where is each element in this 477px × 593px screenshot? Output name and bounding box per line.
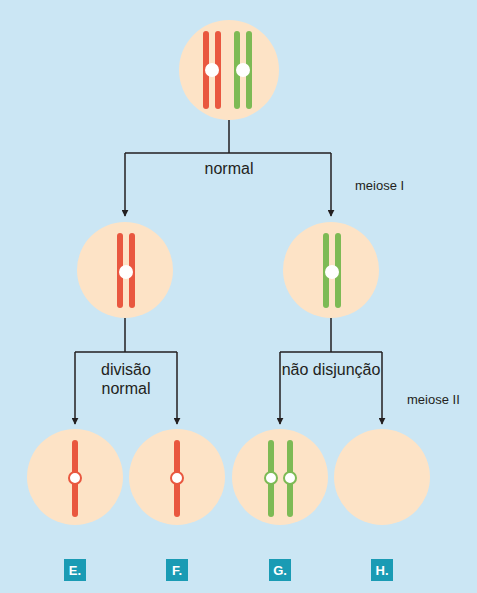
- gamete-letter-box: E.: [64, 559, 86, 581]
- arrow: [124, 153, 126, 216]
- gamete-cells: [27, 429, 430, 525]
- division-label: não disjunção: [281, 360, 381, 379]
- gamete-letter-box: G.: [269, 559, 291, 581]
- arrow: [176, 352, 178, 424]
- centromere: [205, 63, 219, 77]
- cell: [129, 429, 225, 525]
- gamete-letter: F.: [172, 563, 182, 578]
- centromere: [325, 265, 339, 279]
- centromere: [236, 63, 250, 77]
- gamete-letter: G.: [273, 563, 287, 578]
- gamete-letter: E.: [69, 563, 81, 578]
- branch-line: [75, 318, 177, 352]
- division-arrows: [75, 120, 382, 424]
- cell: [27, 429, 123, 525]
- phase-label: meiose II: [407, 392, 477, 408]
- cell: [334, 429, 430, 525]
- gamete-letter: H.: [376, 563, 389, 578]
- cell: [232, 429, 328, 525]
- cell: [283, 222, 379, 318]
- meiosis-one-cells: [77, 222, 379, 318]
- cell: [77, 222, 173, 318]
- arrow: [279, 352, 281, 424]
- arrow: [330, 153, 332, 216]
- centromere: [265, 472, 277, 484]
- gamete-letter-box: F.: [166, 559, 188, 581]
- branch-line: [125, 120, 331, 153]
- centromere: [284, 472, 296, 484]
- arrow: [74, 352, 76, 424]
- division-label: divisão normal: [81, 360, 171, 398]
- cell: [179, 20, 279, 120]
- gamete-letter-box: H.: [371, 559, 393, 581]
- phase-label: meiose I: [355, 178, 455, 194]
- branch-line: [280, 318, 382, 352]
- arrow: [381, 352, 383, 424]
- centromere: [171, 472, 183, 484]
- centromere: [69, 472, 81, 484]
- division-label: normal: [179, 159, 279, 178]
- parent-cell: [179, 20, 279, 120]
- centromere: [119, 265, 133, 279]
